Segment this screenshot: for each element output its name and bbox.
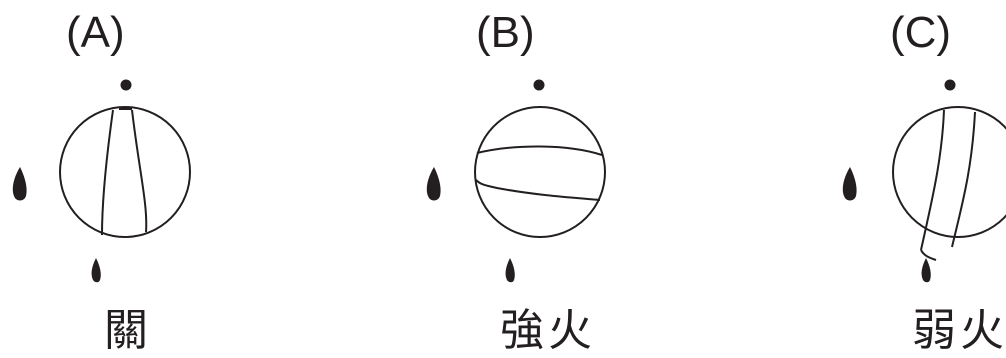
small-flame-icon bbox=[921, 258, 931, 283]
panel-b-drawing bbox=[426, 79, 606, 283]
dot-marker-icon bbox=[120, 79, 132, 91]
large-flame-icon bbox=[842, 167, 857, 201]
panel-a-letter: (A) bbox=[66, 8, 125, 57]
small-flame-icon bbox=[505, 258, 515, 283]
knob-icon bbox=[59, 106, 191, 238]
large-flame-icon bbox=[426, 167, 441, 201]
panel-b-caption: 強火 bbox=[500, 305, 596, 356]
knob-icon bbox=[474, 106, 606, 238]
panel-a-caption: 關 bbox=[104, 305, 152, 356]
large-flame-icon bbox=[12, 167, 27, 201]
panel-c-letter: (C) bbox=[890, 8, 952, 57]
small-flame-icon bbox=[91, 258, 101, 283]
panel-b: (B) 強火 bbox=[410, 0, 750, 358]
panel-c-drawing bbox=[842, 79, 1006, 283]
panel-c: (C) 弱火 bbox=[830, 0, 1006, 358]
panel-a: (A) 關 bbox=[0, 0, 340, 358]
dot-marker-icon bbox=[944, 79, 956, 91]
panel-c-caption: 弱火 bbox=[912, 305, 1006, 356]
panel-a-drawing bbox=[12, 79, 191, 283]
panel-b-letter: (B) bbox=[476, 8, 535, 57]
knob-icon bbox=[892, 106, 1006, 261]
dot-marker-icon bbox=[533, 79, 545, 91]
